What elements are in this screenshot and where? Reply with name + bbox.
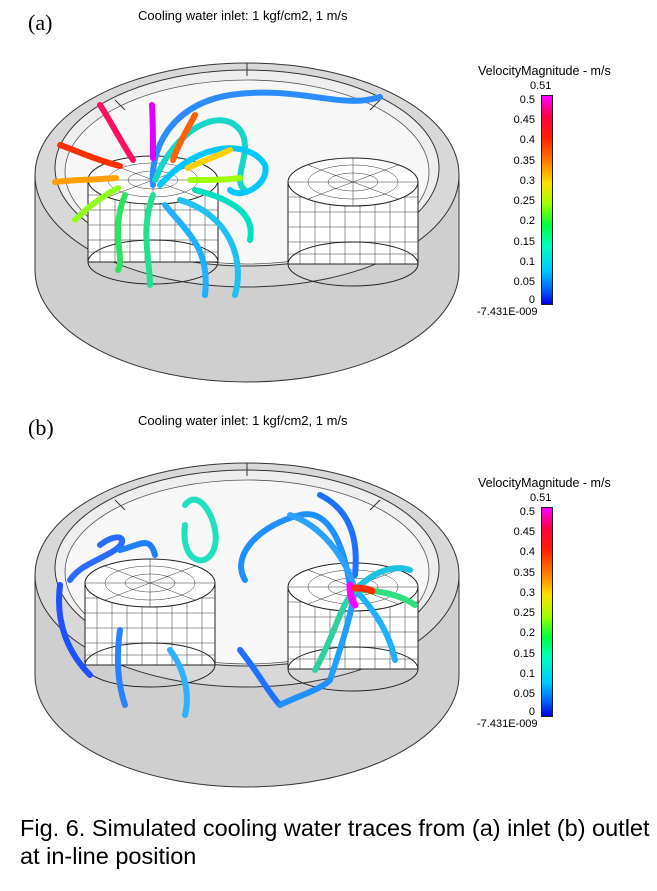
colorbar-tick: 0.45 <box>513 114 535 126</box>
colorbar-tick: 0 <box>528 294 535 306</box>
colorbar-tick: 0.3 <box>519 587 535 599</box>
panel-title: Cooling water inlet: 1 kgf/cm2, 1 m/s <box>138 413 348 428</box>
colorbar-title: VelocityMagnitude - m/s <box>478 476 611 490</box>
colorbar-tick: 0.1 <box>519 256 535 268</box>
colorbar-max-label: 0.51 <box>530 492 552 504</box>
colorbar-tick: 0.2 <box>519 215 535 227</box>
figure-panel-a: (a) Cooling water inlet: 1 kgf/cm2, 1 m/… <box>0 0 657 400</box>
tank-simulation-render <box>34 462 460 788</box>
colorbar-tick: 0.25 <box>513 195 535 207</box>
figure-caption: Fig. 6. Simulated cooling water traces f… <box>20 815 650 869</box>
colorbar-tick: 0.15 <box>513 648 535 660</box>
colorbar-tick: 0.3 <box>519 175 535 187</box>
colorbar-tick: 0.2 <box>519 627 535 639</box>
colorbar-max-label: 0.51 <box>530 80 552 92</box>
panel-label: (a) <box>28 10 53 35</box>
colorbar-tick: 0.4 <box>519 134 535 146</box>
colorbar-min-label: -7.431E-009 <box>477 718 538 730</box>
colorbar-tick: 0.35 <box>513 567 535 579</box>
streamlines <box>56 492 418 718</box>
figure-panel-b: (b) Cooling water inlet: 1 kgf/cm2, 1 m/… <box>0 405 657 805</box>
colorbar-tick: 0.1 <box>519 668 535 680</box>
colorbar-title: VelocityMagnitude - m/s <box>478 64 611 78</box>
colorbar-tick: 0.35 <box>513 155 535 167</box>
colorbar-tick: 0.15 <box>513 236 535 248</box>
streamlines <box>52 89 383 298</box>
tank-simulation-render <box>34 62 460 383</box>
colorbar-tick: 0.25 <box>513 607 535 619</box>
colorbar <box>541 95 553 305</box>
colorbar-min-label: -7.431E-009 <box>477 306 538 318</box>
colorbar-tick: 0.05 <box>513 276 535 288</box>
panel-label: (b) <box>28 415 54 440</box>
right-cylinder <box>287 157 419 287</box>
colorbar-tick: 0.4 <box>519 546 535 558</box>
left-cylinder <box>84 558 216 688</box>
colorbar <box>541 507 553 717</box>
panel-title: Cooling water inlet: 1 kgf/cm2, 1 m/s <box>138 8 348 23</box>
colorbar-tick: 0 <box>528 706 535 718</box>
colorbar-tick: 0.5 <box>519 506 535 518</box>
colorbar-tick: 0.05 <box>513 688 535 700</box>
colorbar-tick: 0.5 <box>519 94 535 106</box>
colorbar-tick: 0.45 <box>513 526 535 538</box>
